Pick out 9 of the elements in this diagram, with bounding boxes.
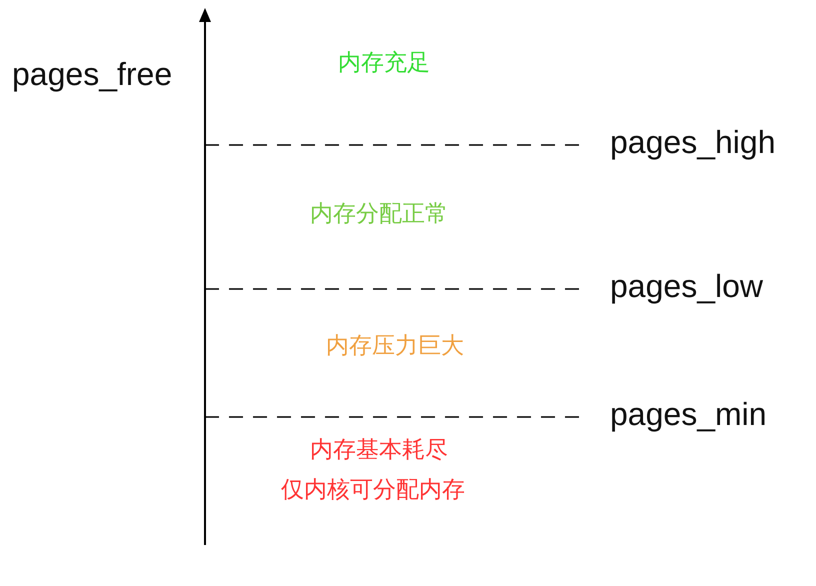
threshold-label: pages_min [610,398,767,430]
zone-label: 仅内核可分配内存 [281,479,465,502]
zone-label: 内存压力巨大 [326,335,464,358]
axis-label: pages_free [12,58,172,90]
zone-label: 内存充足 [338,52,430,75]
zone-label: 内存基本耗尽 [310,439,448,462]
threshold-label: pages_high [610,126,776,158]
zone-label: 内存分配正常 [310,203,448,226]
threshold-label: pages_low [610,270,763,302]
